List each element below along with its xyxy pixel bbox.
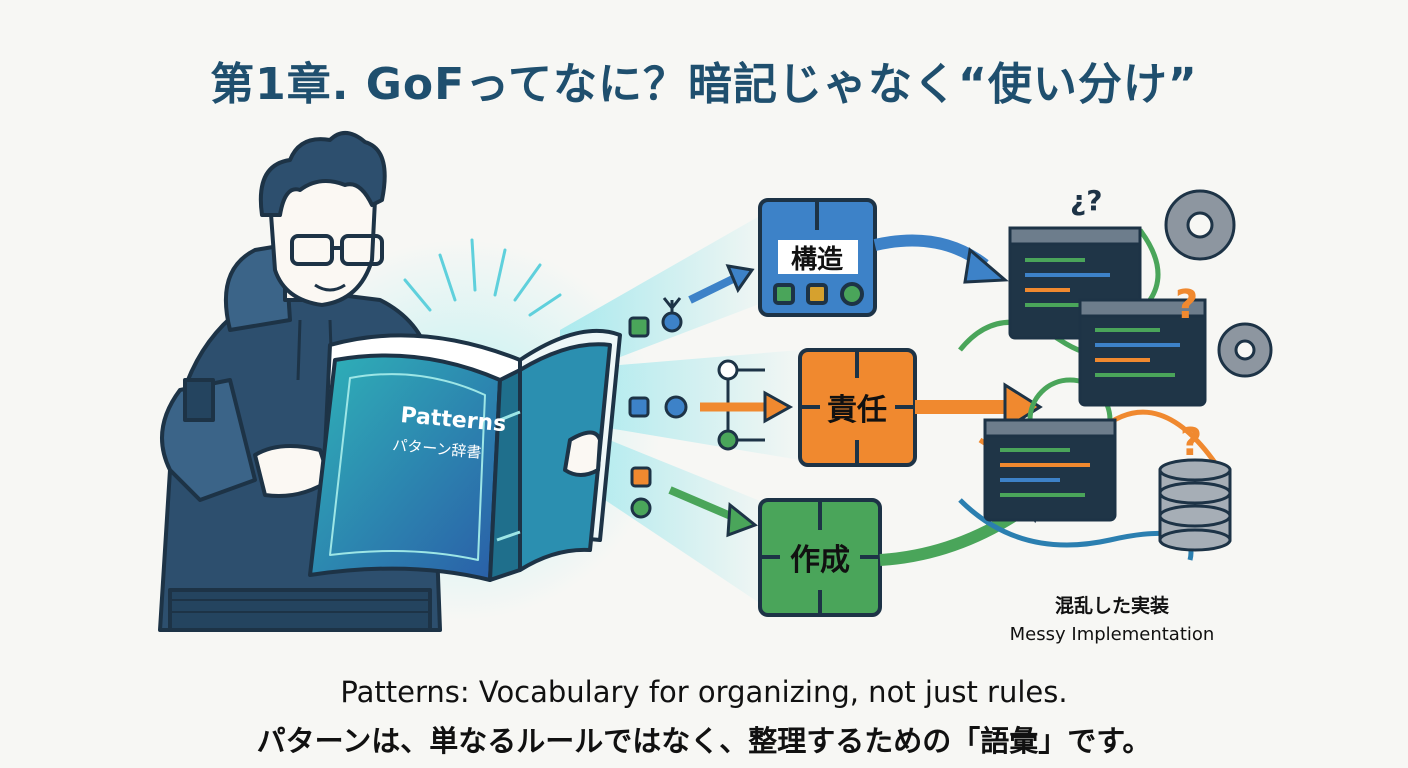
- structure-box: [758, 198, 877, 317]
- structure-icons: [628, 264, 755, 338]
- category-label-responsibility: 責任: [827, 393, 887, 428]
- svg-text:?: ?: [1175, 282, 1198, 328]
- question-icon: ¿? ? ?: [1070, 184, 1202, 464]
- caption-japanese: パターンは、単なるルールではなく、整理するための「語彙」です。: [256, 724, 1152, 758]
- caption-english: Patterns: Vocabulary for organizing, not…: [340, 675, 1068, 709]
- gear-icon: [1164, 189, 1273, 378]
- creation-box: [758, 498, 882, 617]
- creation-icons: [630, 466, 759, 538]
- category-label-structure: 構造: [791, 245, 843, 275]
- code-window-icon: [983, 418, 1117, 522]
- svg-text:?: ?: [1180, 420, 1202, 464]
- svg-text:¿?: ¿?: [1070, 184, 1102, 217]
- page-title: 第1章. GoFってなに？暗記じゃなく“使い分け”: [210, 59, 1198, 110]
- code-window-icon: [1078, 298, 1207, 407]
- book-icon: [308, 328, 622, 582]
- sparkle-lines: [403, 238, 562, 317]
- category-label-creation: 作成: [790, 543, 850, 578]
- messy-label-en: Messy Implementation: [1010, 624, 1215, 645]
- messy-label-jp: 混乱した実装: [1055, 594, 1169, 617]
- database-icon: [1158, 458, 1232, 552]
- messy-cluster: [958, 189, 1273, 561]
- responsibility-icons: [628, 359, 794, 451]
